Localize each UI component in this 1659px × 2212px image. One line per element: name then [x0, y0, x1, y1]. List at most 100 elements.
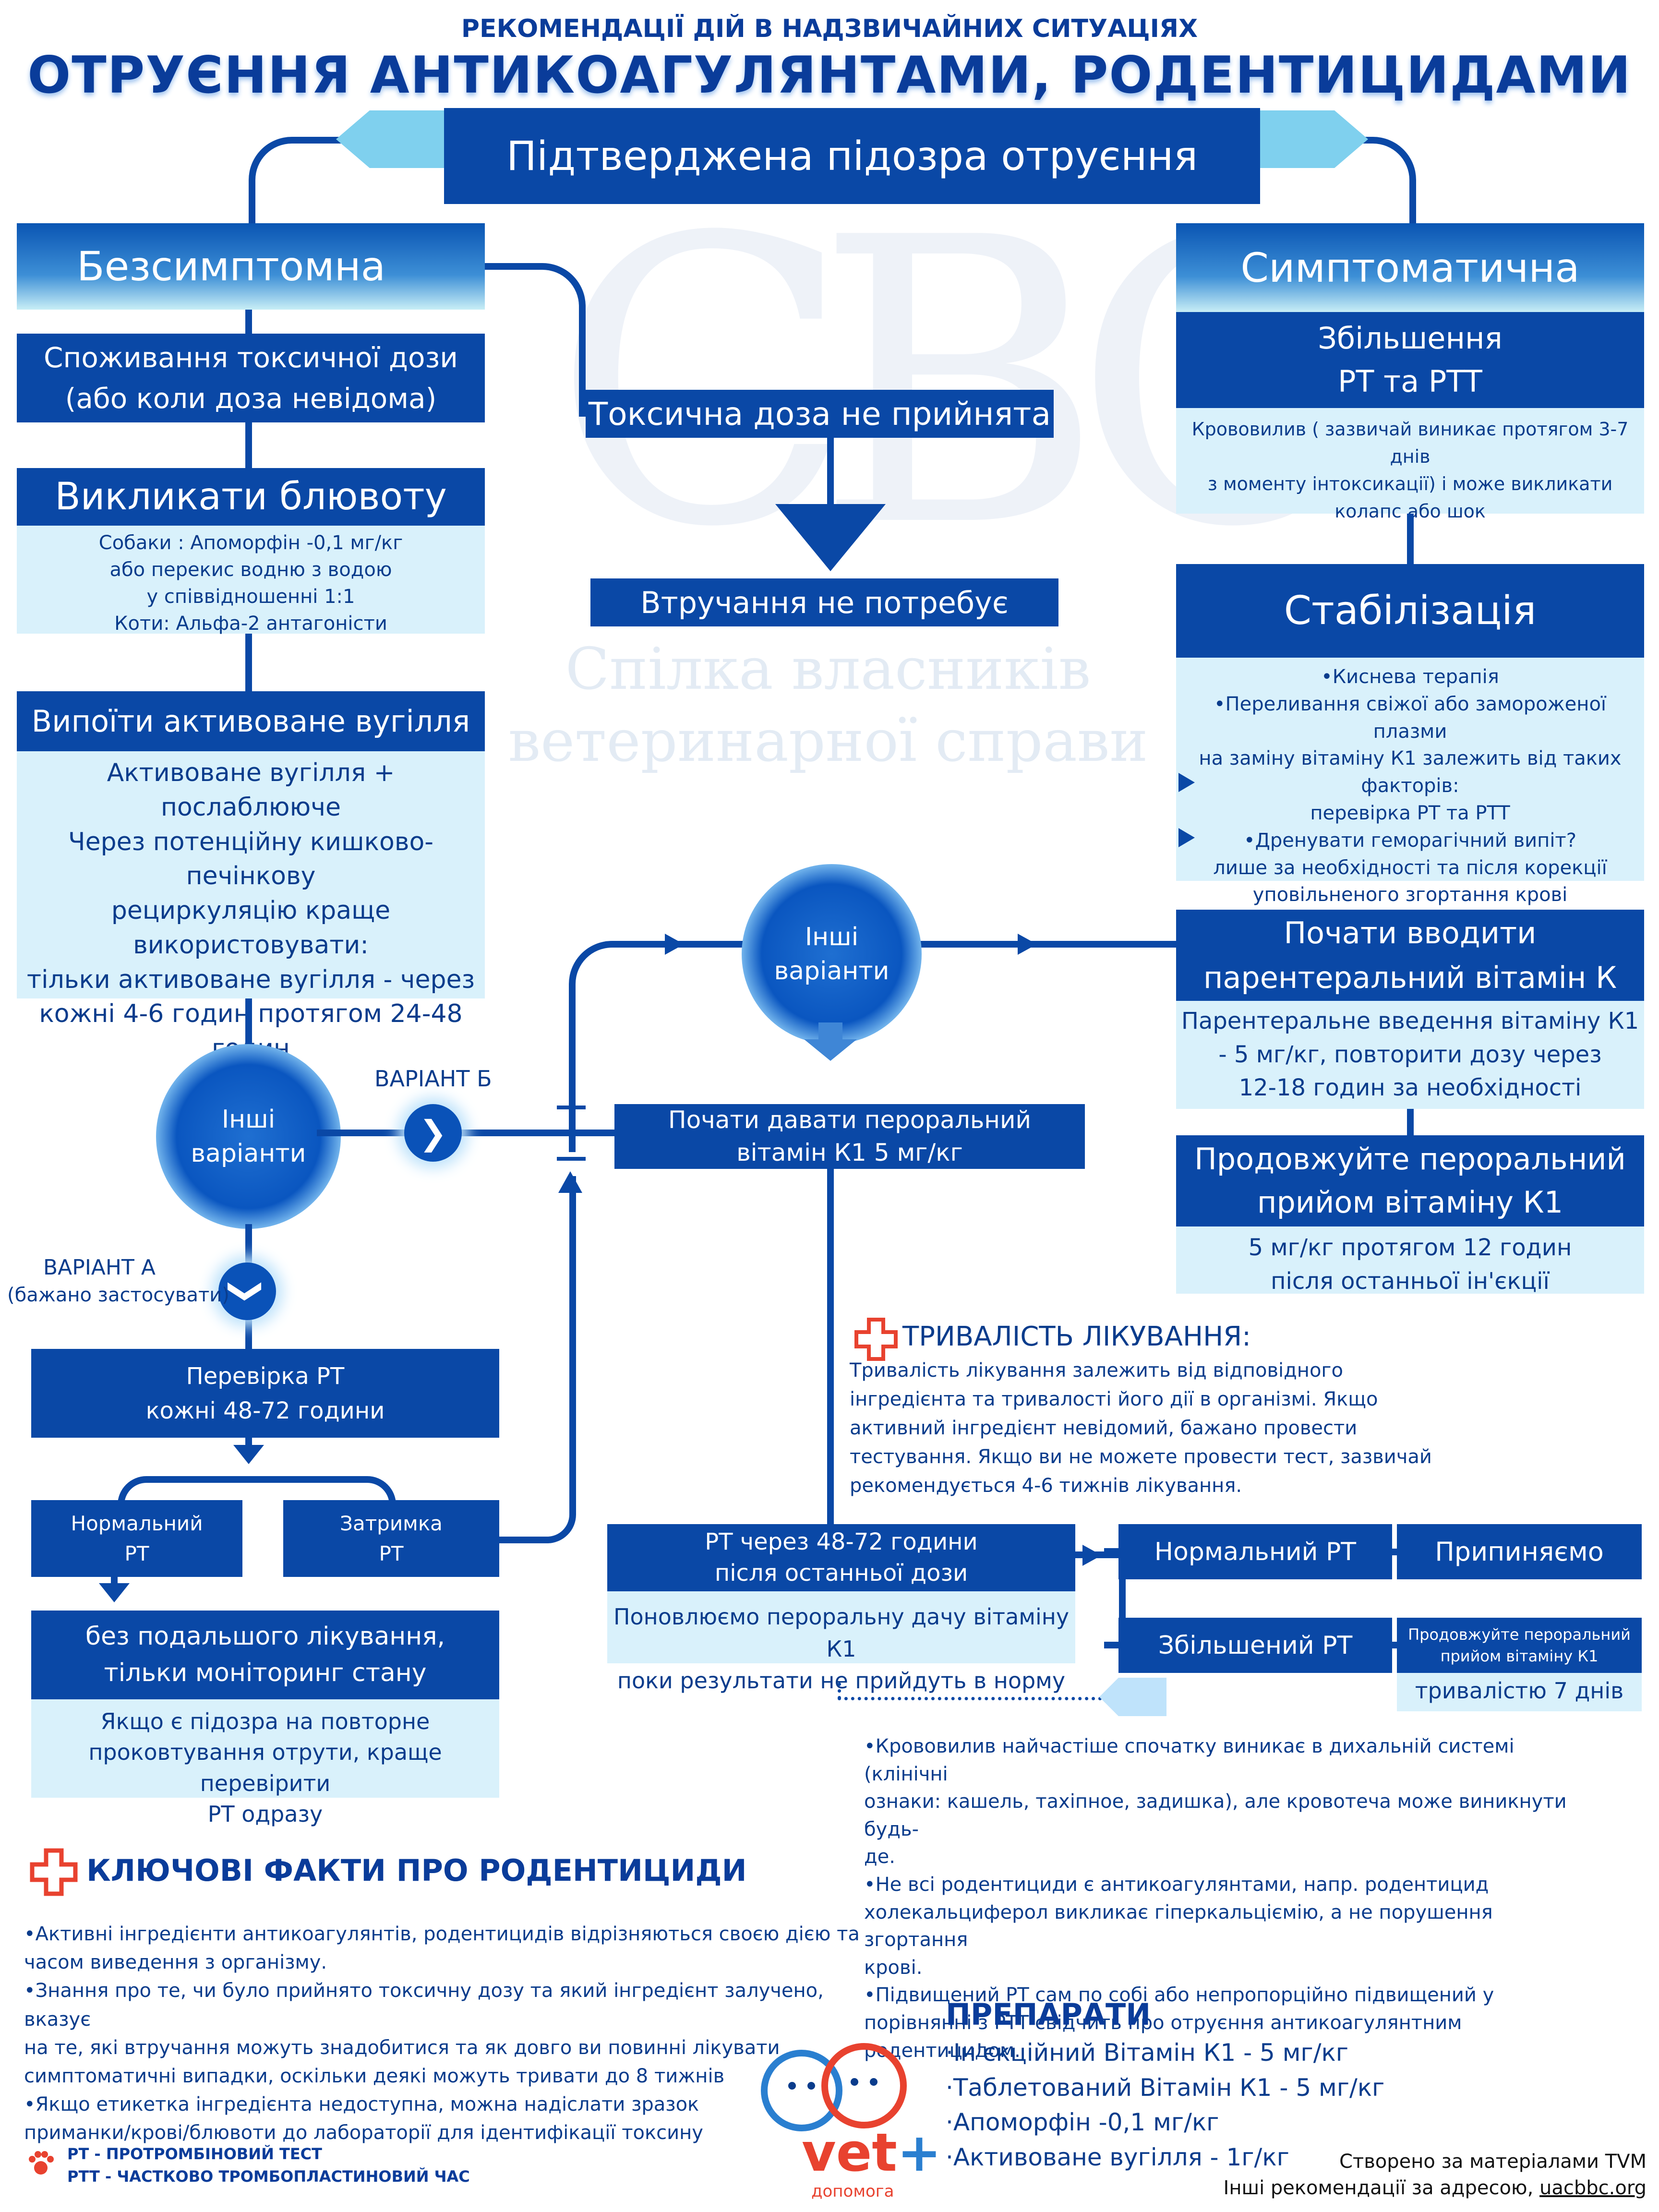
continue-line2: прийом вітаміну К1	[1257, 1185, 1563, 1220]
pt-after-line1: PT через 48-72 години	[705, 1528, 978, 1556]
vomit-line3: у співвідношенні 1:1	[146, 586, 355, 608]
abbr-ptt: PTT - ЧАСТКОВО ТРОМБОПЛАСТИНОВИЙ ЧАС	[67, 2167, 470, 2186]
arrow-right-small-icon	[1082, 1545, 1102, 1566]
arrow-left-icon	[336, 110, 446, 168]
parenteral-k-box: Почати вводити парентеральний вітамін К	[1176, 910, 1644, 1001]
check-pt-line1: Перевірка PT	[186, 1362, 345, 1390]
variant-a-note: (бажано застосувати)	[7, 1284, 229, 1306]
check-pt-line2: кожні 48-72 години	[145, 1397, 385, 1424]
charcoal-details: Активоване вугілля + послаблююче Через п…	[17, 751, 485, 1063]
bleed-line2: з моменту інтоксикації) і може викликати	[1207, 473, 1613, 494]
toxic-dose-line2: (або коли доза невідома)	[65, 382, 437, 415]
parenteral-det-line3: 12-18 годин за необхідності	[1238, 1074, 1582, 1102]
duration-title: ТРИВАЛІСТЬ ЛІКУВАННЯ:	[902, 1321, 1251, 1352]
renew-line2: поки результати не прийдуть в норму	[617, 1668, 1066, 1694]
toxic-dose-line1: Споживання токсичної дози	[44, 341, 458, 374]
logo-subtext: допомога	[811, 2182, 894, 2201]
stab-line: лише за необхідності та після корекції	[1213, 856, 1607, 879]
parenteral-det-line2: - 5 мг/кг, повторити дозу через	[1218, 1041, 1602, 1068]
fact-line: симптоматичні випадки, оскільки деякі мо…	[24, 2065, 725, 2087]
symptomatic-header: Симптоматична	[1176, 223, 1644, 312]
duration-line: Тривалість лікування залежить від відпов…	[850, 1359, 1343, 1382]
drug-item: ·Апоморфін -0,1 мг/кг	[946, 2108, 1219, 2136]
pt-increase-box: Збільшення PT та PTT	[1176, 312, 1644, 408]
stop-box: Припиняємо	[1397, 1524, 1642, 1579]
normal-pt-box: Нормальний PT	[31, 1500, 242, 1577]
pt-after-line2: після останньої дози	[714, 1560, 968, 1587]
induce-vomiting-box: Викликати блювоту	[17, 468, 485, 526]
pt-after-last-dose-box: PT через 48-72 години після останньої до…	[607, 1524, 1075, 1591]
medical-cross-icon	[854, 1318, 898, 1361]
note-line: •Підвищений PT сам по собі або непропорц…	[864, 1984, 1494, 2007]
watermark-org-line2: ветеринарної справи	[508, 708, 1148, 775]
arrow-right-icon	[1258, 110, 1368, 168]
vomit-line1: Собаки : Апоморфін -0,1 мг/кг	[98, 532, 403, 554]
duration-text: Тривалість лікування залежить від відпов…	[850, 1356, 1474, 1500]
other-variants-center: Інші варіанти	[742, 864, 922, 1044]
logo-plus: +	[897, 2122, 942, 2183]
check-pt-box: Перевірка PT кожні 48-72 години	[31, 1349, 499, 1438]
other-variants-center-line2: варіанти	[774, 956, 890, 986]
oral-k1-box: Почати давати пероральний вітамін К1 5 м…	[614, 1104, 1085, 1169]
reexposure-line1: Якщо є підозра на повторне	[100, 1708, 430, 1734]
connector-asym-to-nottaken	[485, 263, 586, 417]
note-line: •Крововилив найчастіше спочатку виникає …	[864, 1735, 1515, 1785]
continue-det-line2: після останньої ін'єкції	[1271, 1267, 1550, 1295]
variant-b-label: ВАРІАНТ Б	[374, 1066, 492, 1092]
medical-cross-icon	[30, 1848, 78, 1896]
other-variants-center-line1: Інші	[805, 923, 859, 952]
other-variants-left: Інші варіанти	[156, 1044, 341, 1229]
parenteral-details: Парентеральне введення вітаміну К1 - 5 м…	[1176, 1001, 1644, 1109]
stab-line: перевірка PT та PTT	[1310, 802, 1510, 824]
drugs-title: ПРЕПАРАТИ	[946, 1997, 1151, 2032]
arrow-right-small-icon	[1178, 828, 1195, 847]
no-further-line1: без подальшого лікування,	[85, 1622, 445, 1651]
duration-line: інгредієнта та тривалості його дії в орг…	[850, 1388, 1378, 1410]
delay-pt-line2: PT	[379, 1542, 404, 1565]
note-line: •Не всі родентициди є антикоагулянтами, …	[864, 1873, 1489, 1896]
continue-small-line2: прийом вітаміну К1	[1440, 1647, 1599, 1665]
stab-line: •Киснева терапія	[1321, 666, 1499, 688]
continue-small-box: Продовжуйте пероральний прийом вітаміну …	[1397, 1618, 1642, 1673]
credit-text: Створено за матеріалами TVM	[1339, 2151, 1647, 2173]
dotted-connector-stub	[838, 1683, 841, 1699]
header-subtitle: РЕКОМЕНДАЦІЇ ДІЙ В НАДЗВИЧАЙНИХ СИТУАЦІЯ…	[461, 14, 1198, 43]
no-further-treatment-box: без подальшого лікування, тільки монітор…	[31, 1611, 499, 1699]
arrow-down-big-icon	[775, 504, 886, 571]
arrow-down-light-icon	[804, 1022, 857, 1061]
asymptomatic-label: Безсимптомна	[77, 243, 386, 290]
activated-charcoal-box: Випоїти активоване вугілля	[17, 691, 485, 751]
vomit-line4: Коти: Альфа-2 антагоністи	[114, 613, 387, 635]
arrow-down-icon	[233, 1445, 264, 1464]
renew-line1: Поновлюємо пероральну дачу вітаміну К1	[613, 1604, 1070, 1662]
charcoal-line: Активоване вугілля + послаблююче	[107, 758, 395, 822]
note-line: порівнянні з PTT свідчить про отруєння а…	[864, 2011, 1462, 2034]
continue-small-line1: Продовжуйте пероральний	[1408, 1625, 1631, 1644]
increase-line2: PT та PTT	[1338, 364, 1482, 399]
normal-pt-line1: Нормальний	[71, 1512, 203, 1535]
logo-text: vet+	[802, 2122, 941, 2183]
symptomatic-label: Симптоматична	[1240, 244, 1580, 291]
drug-item: ·Ін'єкційний Вітамін К1 - 5 мг/кг	[946, 2039, 1349, 2067]
website-link[interactable]: uacbbc.org	[1539, 2177, 1647, 2199]
bleed-line1: Крововилив ( зазвичай виникає протягом 3…	[1191, 419, 1629, 467]
vomiting-details: Собаки : Апоморфін -0,1 мг/кг або переки…	[17, 526, 485, 635]
arrow-right-small-icon	[665, 934, 684, 955]
page-title: ОТРУЄННЯ АНТИКОАГУЛЯНТАМИ, РОДЕНТИЦИДАМИ	[27, 46, 1632, 105]
dotted-connector	[838, 1697, 1135, 1700]
arrow-right-small-icon	[1018, 934, 1037, 955]
seven-days-details: тривалістю 7 днів	[1397, 1673, 1642, 1711]
parenteral-line2: парентеральний вітамін К	[1203, 960, 1617, 995]
stab-line: уповільненого згортання крові	[1252, 884, 1568, 906]
fact-line: часом виведення з організму.	[24, 1951, 327, 1974]
vomit-line2: або перекис водню з водою	[109, 559, 392, 581]
stab-line: •Дренувати геморагічний випіт?	[1244, 829, 1576, 852]
parenteral-det-line1: Парентеральне введення вітаміну К1	[1181, 1008, 1639, 1034]
asymptomatic-header: Безсимптомна	[17, 223, 485, 310]
arrow-right-small-icon	[1178, 773, 1195, 792]
paw-icon	[29, 2151, 54, 2175]
bleeding-details: Крововилив ( зазвичай виникає протягом 3…	[1176, 408, 1644, 522]
note-line: де.	[864, 1846, 895, 1868]
note-line: крові.	[864, 1956, 923, 1979]
other-variants-left-line1: Інші	[221, 1105, 276, 1134]
